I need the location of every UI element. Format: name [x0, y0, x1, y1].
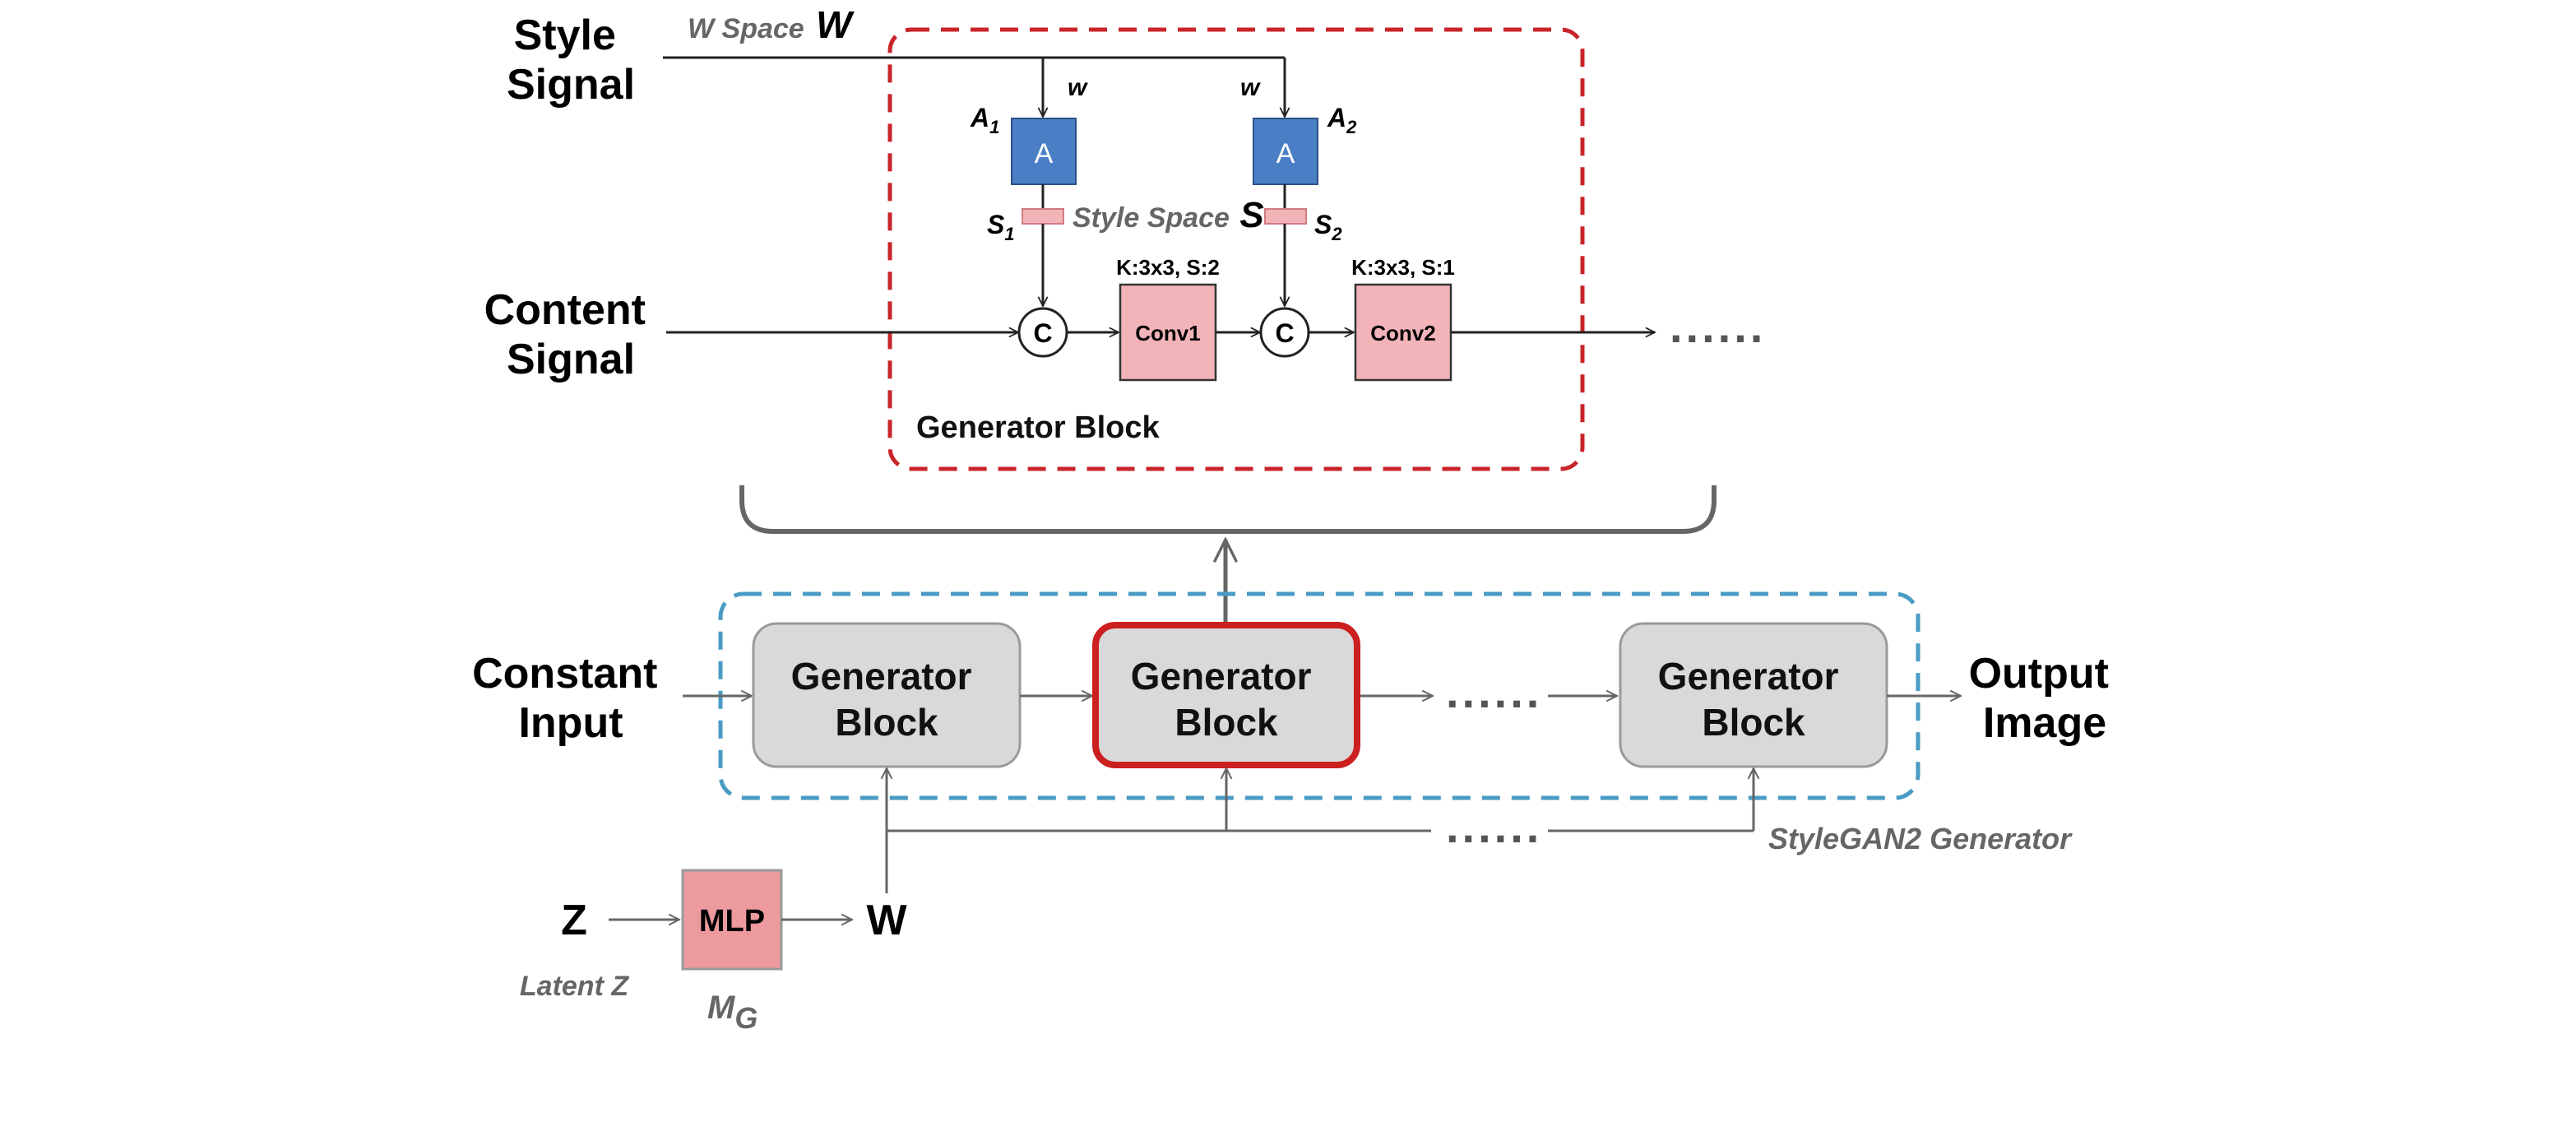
conv2-text: Conv2: [1370, 321, 1435, 345]
generator-block-label: Generator Block: [916, 410, 1161, 445]
a2-label: A2: [1327, 103, 1357, 137]
conv1-box: [1119, 283, 1217, 382]
w-latent-label: W: [866, 897, 907, 944]
style-space-label: Style Space S: [1073, 195, 1264, 235]
w-space-label: W Space W: [688, 3, 855, 46]
concat-c1-text: C: [1033, 318, 1052, 348]
s2-label: S2: [1314, 210, 1342, 244]
bus-continuation-dots: ......: [1446, 800, 1542, 852]
generator-block-dashed-frame: [887, 27, 1585, 471]
style-signal-label: Style Signal: [507, 12, 635, 109]
generator-block-2-text: Generator Block: [1131, 655, 1323, 744]
s1-label: S1: [987, 210, 1015, 244]
mg-label: MG: [707, 990, 758, 1035]
output-image-label: Output Image: [1969, 650, 2121, 747]
conv2-params: K:3x3, S:1: [1351, 255, 1455, 280]
affine-a1-text: A: [1035, 138, 1054, 169]
generator-block-3-text: Generator Block: [1658, 655, 1850, 744]
constant-input-label: Constant Input: [472, 650, 669, 747]
conv1-text: Conv1: [1135, 321, 1200, 345]
middle-continuation-dots: ......: [1446, 665, 1542, 717]
mlp-box: [681, 869, 783, 971]
w-label-1: w: [1068, 74, 1088, 101]
zoom-brace: [739, 485, 1717, 534]
latent-z-label: Latent Z: [520, 971, 629, 1002]
style-vector-s1: [1022, 208, 1064, 225]
z-label: Z: [561, 897, 587, 944]
generator-block-2-highlighted: [1092, 622, 1360, 768]
generator-block-1-text: Generator Block: [791, 655, 983, 744]
content-signal-label: Content Signal: [484, 286, 658, 383]
affine-a2-box: [1253, 118, 1318, 185]
conv1-params: K:3x3, S:2: [1116, 255, 1220, 280]
top-continuation-dots: ......: [1670, 300, 1766, 352]
concat-c2-text: C: [1275, 318, 1294, 348]
a1-label: A1: [970, 103, 999, 137]
style-vector-s2: [1264, 208, 1307, 225]
affine-a1-box: [1011, 118, 1077, 185]
mlp-text: MLP: [699, 904, 765, 939]
stylegan2-generator-label: StyleGAN2 Generator: [1768, 822, 2073, 855]
affine-a2-text: A: [1276, 138, 1295, 169]
w-label-2: w: [1240, 74, 1261, 101]
